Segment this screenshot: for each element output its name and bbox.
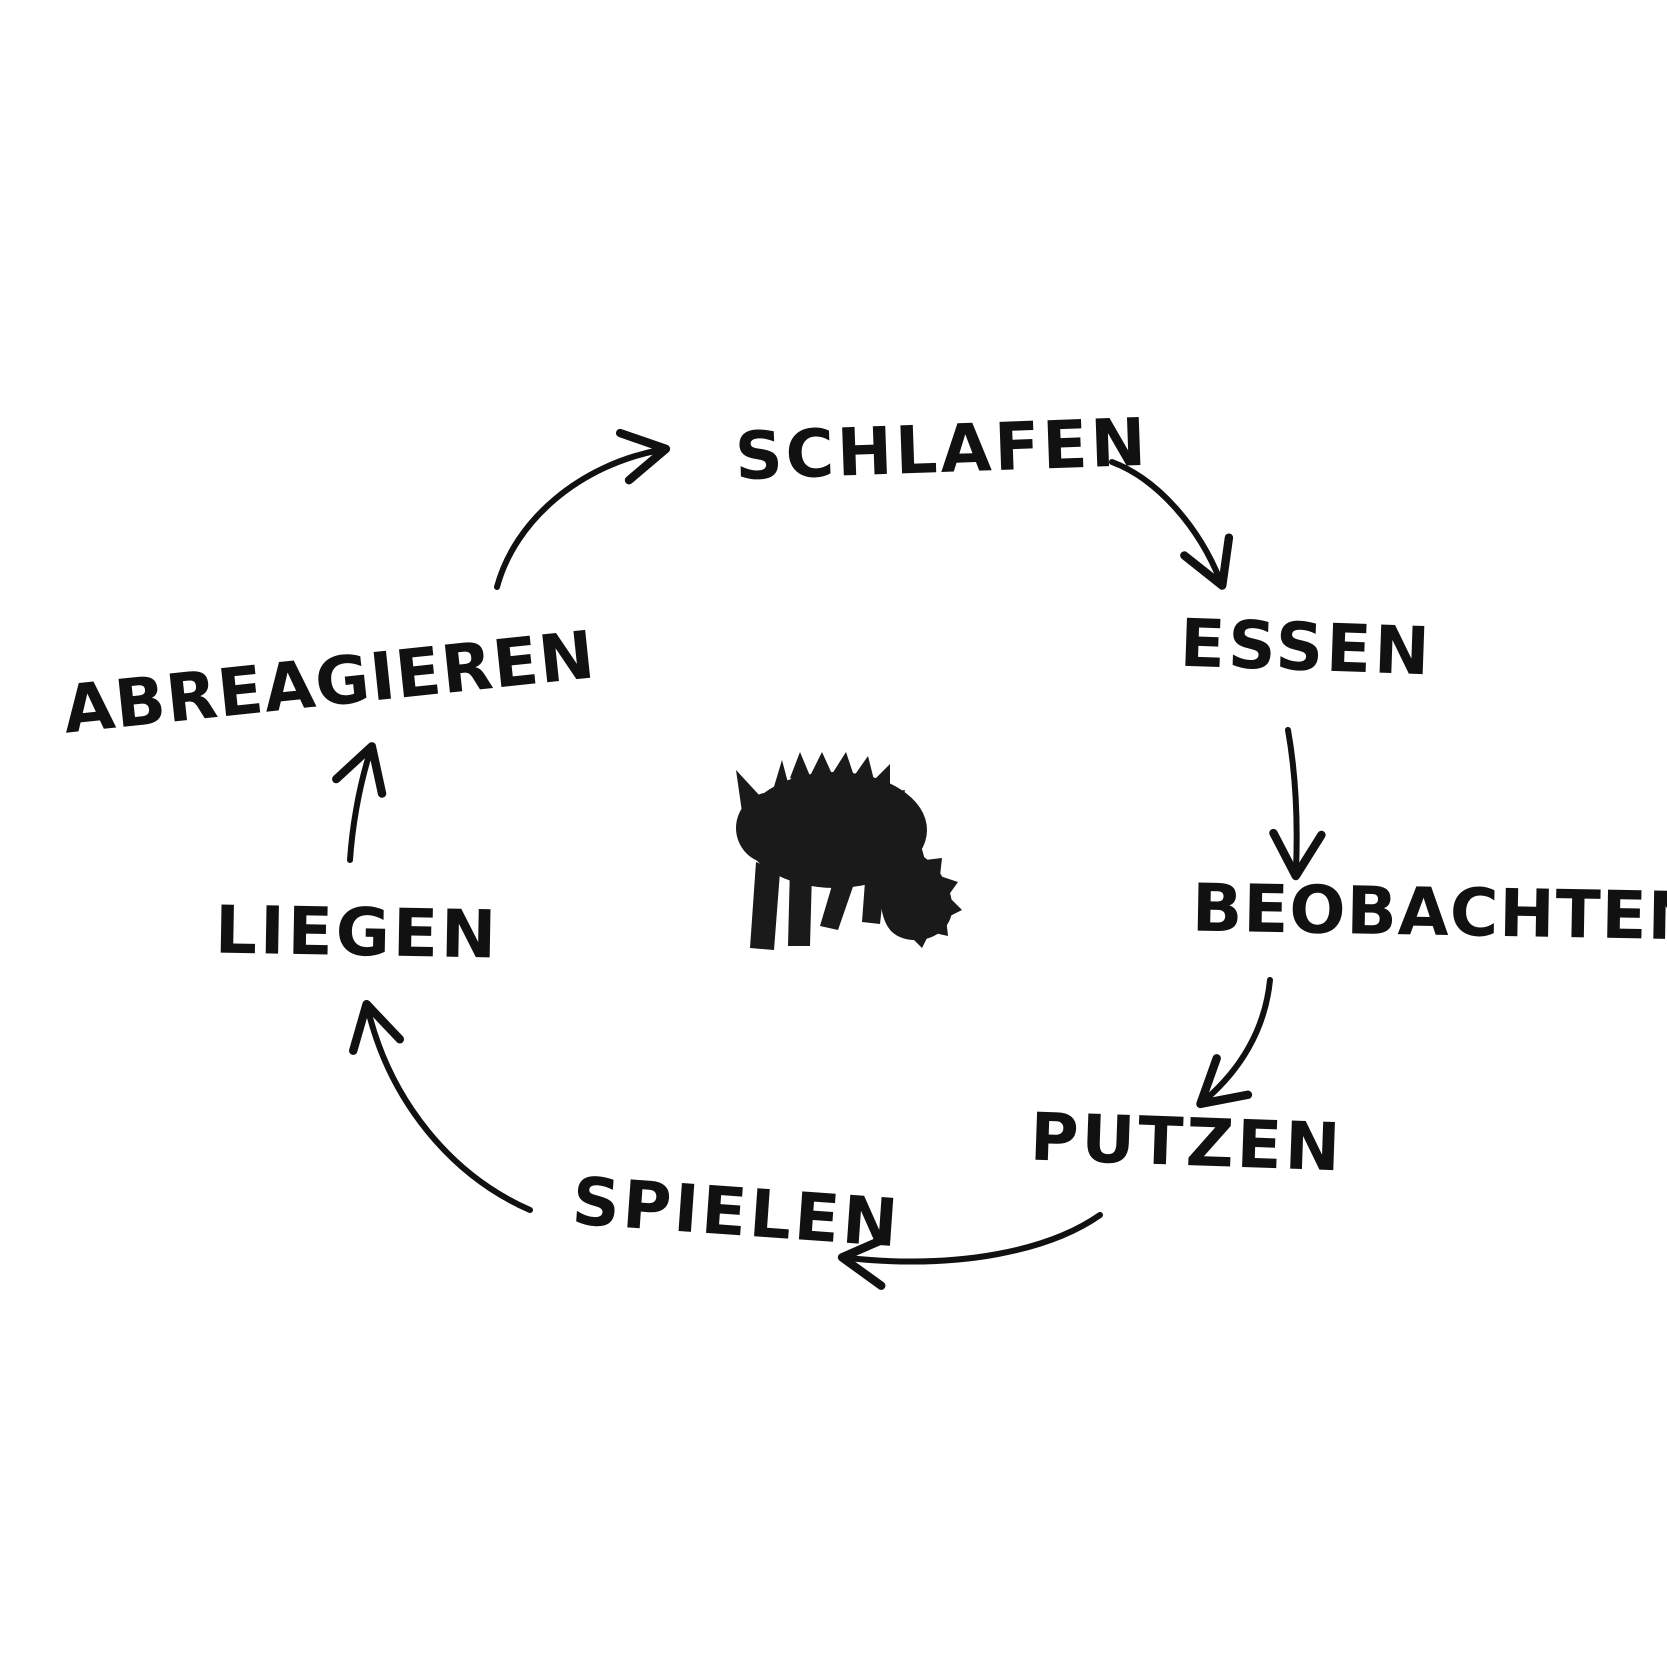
arrow-beobachten-putzen: [1196, 977, 1273, 1109]
black-cat-silhouette-icon: [736, 752, 962, 950]
arrow-schlafen-essen: [1109, 459, 1234, 590]
node-essen: ESSEN: [1178, 604, 1434, 691]
node-schlafen: SCHLAFEN: [733, 403, 1150, 496]
arrow-spielen-liegen: [349, 999, 533, 1213]
node-liegen: LIEGEN: [214, 891, 500, 974]
arrow-liegen-abreagieren: [332, 742, 387, 863]
arrow-abreagieren-schlafen: [494, 428, 671, 590]
arrow-putzen-spielen: [837, 1212, 1103, 1290]
node-putzen: PUTZEN: [1028, 1098, 1345, 1187]
arrow-essen-beobachten: [1269, 727, 1326, 881]
node-beobachten: BEOBACHTEN: [1191, 869, 1667, 956]
